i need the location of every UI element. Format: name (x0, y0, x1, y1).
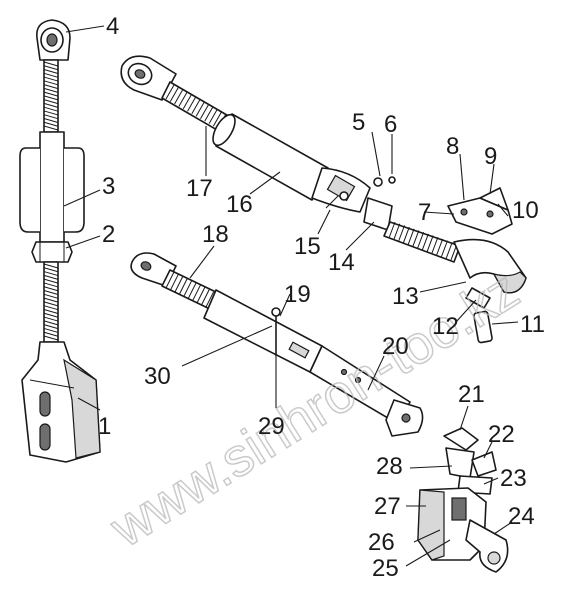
lift-rod-assembly (19, 19, 101, 463)
callout-16: 16 (226, 191, 253, 218)
callout-1: 1 (98, 413, 111, 440)
callout-25: 25 (372, 555, 399, 582)
hook-assembly (417, 427, 509, 573)
top-link-lower-assembly (130, 252, 424, 437)
callout-19: 19 (284, 281, 311, 308)
callout-2: 2 (102, 221, 115, 248)
callout-7: 7 (418, 199, 431, 226)
callout-23: 23 (500, 465, 527, 492)
callout-6: 6 (384, 111, 397, 138)
callout-22: 22 (488, 421, 515, 448)
top-link-upper-assembly (120, 55, 527, 344)
callout-11: 11 (520, 311, 545, 338)
callout-10: 10 (512, 197, 539, 224)
callout-30: 30 (144, 363, 171, 390)
callout-labels: 1 2 3 4 5 6 7 8 9 10 11 12 13 14 15 16 1… (98, 13, 545, 582)
callout-26: 26 (368, 529, 395, 556)
callout-12: 12 (432, 313, 459, 340)
callout-24: 24 (508, 503, 535, 530)
leader-lines (63, 25, 519, 567)
callout-18: 18 (202, 221, 229, 248)
callout-3: 3 (102, 173, 115, 200)
callout-9: 9 (484, 143, 497, 170)
callout-14: 14 (328, 249, 355, 276)
callout-4: 4 (106, 13, 119, 40)
callout-13: 13 (392, 283, 419, 310)
callout-17: 17 (186, 175, 213, 202)
callout-21: 21 (458, 381, 485, 408)
callout-20: 20 (382, 333, 409, 360)
callout-27: 27 (374, 493, 401, 520)
callout-5: 5 (352, 109, 365, 136)
callout-8: 8 (446, 133, 459, 160)
callout-28: 28 (376, 453, 403, 480)
callout-29: 29 (258, 413, 285, 440)
callout-15: 15 (294, 233, 321, 260)
